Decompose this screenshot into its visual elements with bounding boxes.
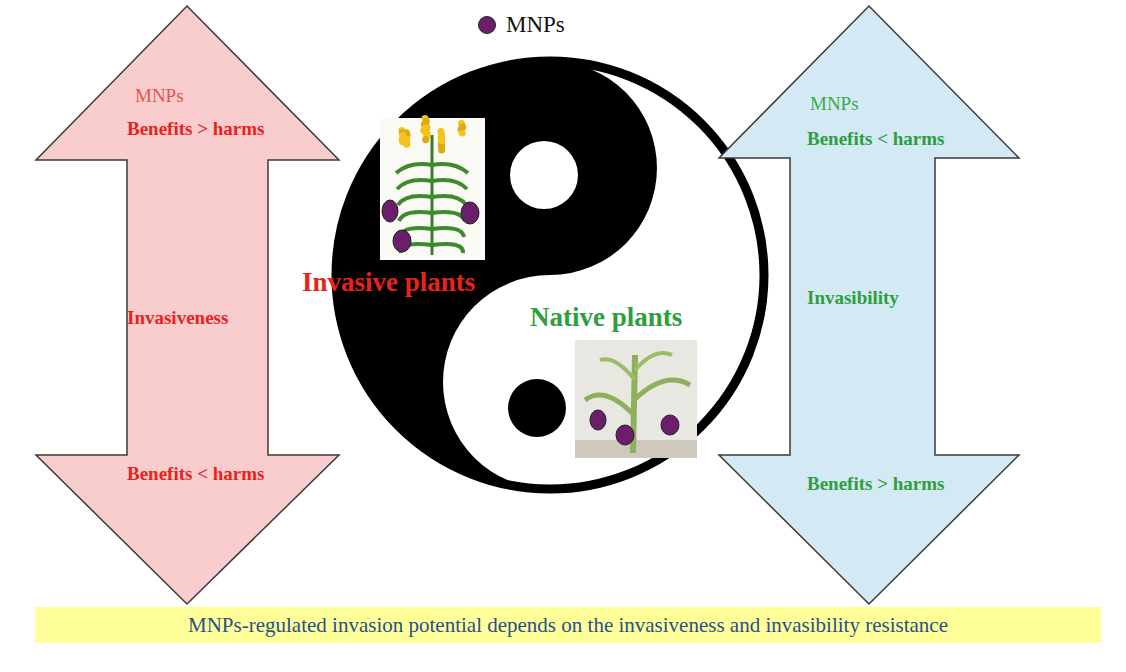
node-text: Invasibility [807, 287, 899, 309]
legend: MNPs [478, 12, 565, 38]
node-text: MNPs-regulated invasion potential depend… [188, 613, 948, 637]
node-text: Invasiveness [127, 307, 228, 329]
yin-yang-circle: Invasive plantsNative plants [330, 55, 770, 495]
legend-text: MNPs [506, 12, 565, 38]
blue-double-arrow: MNPsBenefits < harmsInvasibilityBenefits… [718, 5, 1020, 605]
node-text: Benefits < harms [807, 128, 944, 150]
node-text: Invasive plants [302, 267, 475, 298]
node-text: Benefits > harms [127, 118, 264, 140]
pink-double-arrow: MNPsBenefits > harmsInvasivenessBenefits… [35, 5, 340, 605]
legend-swatch [478, 16, 496, 34]
pink-double-arrow-outline [35, 5, 340, 605]
goldenrod-picture [380, 115, 485, 260]
node-text: Benefits < harms [127, 463, 264, 485]
legend-row: MNPs [478, 12, 565, 38]
caption-band: MNPs-regulated invasion potential depend… [35, 607, 1101, 643]
node-text: Native plants [530, 302, 682, 333]
node-text: MNPs [135, 85, 184, 107]
node-text: MNPs [810, 93, 859, 115]
maize-picture [575, 340, 697, 458]
node-text: Benefits > harms [807, 473, 944, 495]
